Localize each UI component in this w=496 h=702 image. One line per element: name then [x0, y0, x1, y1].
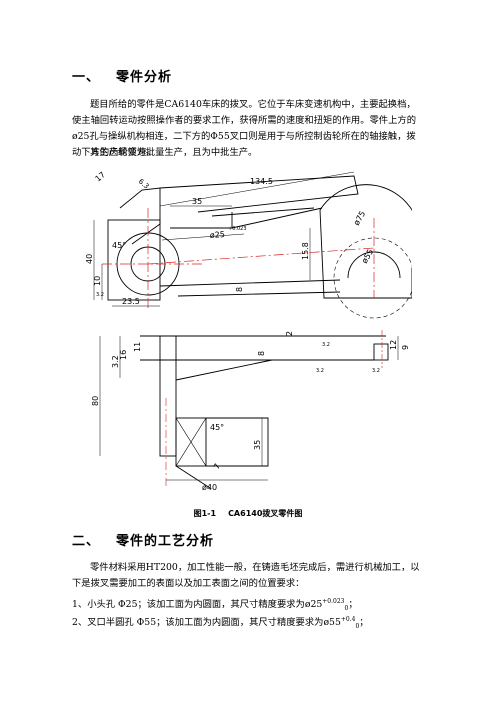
hatch: [175, 417, 207, 467]
figure-title: CA6140拨叉零件图: [228, 509, 303, 518]
section-number: 一、: [72, 70, 101, 85]
section-heading-1: 一、零件分析: [72, 66, 172, 85]
dimension-label: 7: [212, 462, 222, 471]
roughness-label: 3.2: [96, 292, 104, 298]
list-item-end: ；: [348, 599, 358, 611]
dimension-label: ø75: [352, 209, 367, 227]
outline: [159, 335, 177, 457]
dimension-label: ø55: [360, 247, 375, 265]
outline: [170, 212, 233, 229]
part-drawing: 17 6.3 134.5 35 40 10 45° ø25 +0.023 ø75…: [85, 170, 412, 492]
dimension-label: ø40: [202, 483, 217, 492]
dimension-label: 16: [119, 350, 128, 360]
tolerance-label: +0.023: [228, 226, 247, 232]
roughness-label: 3.2: [372, 368, 380, 374]
dimension-label: 17: [94, 170, 108, 183]
outline: [231, 207, 323, 229]
paragraph: 题目所给的零件是CA6140车床的拨叉。它位于车床变速机构中，主要起换档，使主轴…: [72, 99, 416, 158]
outline: [175, 465, 211, 489]
dimension-label: 9: [401, 345, 410, 350]
figure-number: 图1-1: [193, 509, 217, 518]
section-title: 零件的工艺分析: [116, 534, 215, 549]
outline: [175, 359, 273, 381]
list-item-end: ；: [359, 617, 369, 629]
outline: [206, 417, 269, 467]
roughness-label: 3.2: [316, 368, 324, 374]
tolerance-upper: +0.4: [340, 616, 356, 623]
dimension-label: 45°: [112, 241, 126, 250]
paragraph: 其生产纲领为批量生产，且为中批生产。: [90, 147, 258, 158]
section-title: 零件分析: [116, 70, 173, 85]
roughness-label: 6.3: [137, 177, 151, 190]
outline: [373, 343, 389, 361]
fork-semicircle: [347, 251, 401, 279]
dimension-label: 8: [257, 351, 266, 356]
outline: [119, 187, 161, 245]
dimension-label: 35: [192, 197, 202, 206]
section-number: 二、: [72, 534, 101, 549]
tolerance-lower: 0: [355, 622, 360, 630]
dimension-label: 2: [285, 331, 294, 336]
tolerance-upper: +0.023: [322, 598, 345, 605]
outline: [107, 219, 161, 301]
fork-outline: [319, 184, 412, 299]
dimension-label: 12: [389, 340, 398, 350]
dimension-label: 3.2: [111, 355, 120, 368]
tolerance-lower: 0: [344, 604, 349, 612]
figure-caption: 图1-1 CA6140拨叉零件图: [0, 508, 496, 519]
dimension-label: 10: [93, 276, 102, 286]
outline: [159, 175, 359, 213]
paragraph: 零件材料采用HT200，加工性能一般，在铸造毛坯完成后，需进行机械加工，以下是拨…: [72, 562, 420, 589]
dimension-label: 40: [85, 254, 94, 264]
dimension-label: 15.8: [301, 242, 310, 260]
section-heading-2: 二、零件的工艺分析: [72, 530, 214, 549]
dimension-label: 23.5: [122, 297, 140, 306]
outline: [159, 279, 341, 287]
list-item: 2、叉口半圆孔 Φ55；该加工面为内圆面，其尺寸精度要求为ø55+0.40；: [72, 612, 369, 635]
outline: [175, 417, 207, 467]
dimension-label: 134.5: [250, 177, 273, 186]
centerline: [147, 247, 375, 265]
list-item-text: 2、叉口半圆孔 Φ55；该加工面为内圆面，其尺寸精度要求为ø55: [72, 617, 341, 629]
dimension-label: ø25: [210, 230, 226, 240]
dimension-line: [159, 171, 355, 207]
dimension-label: 8: [235, 287, 244, 292]
outline: [211, 207, 315, 217]
outline: [177, 291, 341, 297]
dimension-label: 80: [91, 396, 100, 406]
dimension-label: 35: [253, 440, 262, 450]
list-item-text: 1、小头孔 Φ25；该加工面为内圆面，其尺寸精度要求为ø25: [72, 599, 323, 611]
roughness-label: 3.2: [322, 342, 330, 348]
list-item: 1、小头孔 Φ25；该加工面为内圆面，其尺寸精度要求为ø25+0.0230；: [72, 594, 358, 617]
dimension-label: 45°: [210, 423, 224, 432]
dimension-line: [161, 233, 245, 241]
dimension-label: 11: [133, 342, 142, 352]
